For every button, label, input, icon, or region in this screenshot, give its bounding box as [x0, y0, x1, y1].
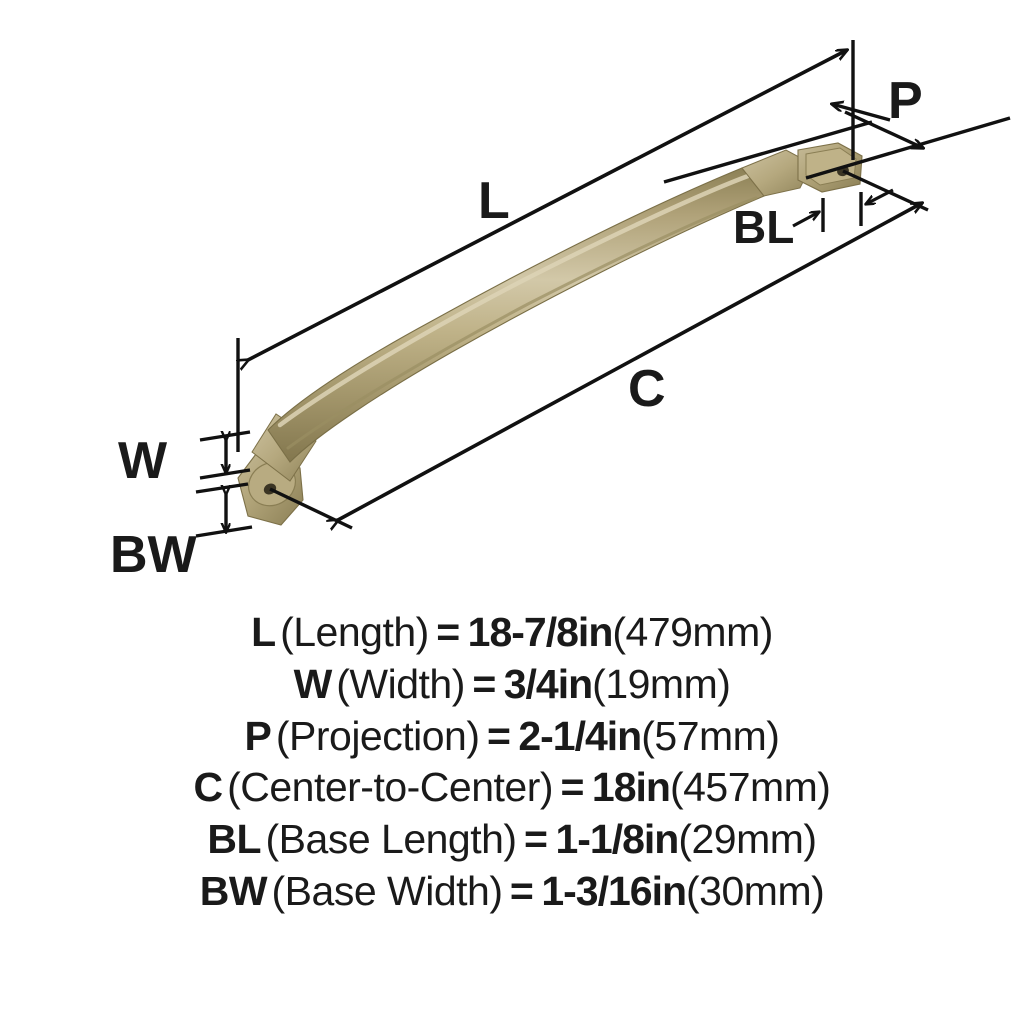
- legend-name: (Width): [336, 660, 465, 707]
- legend-metric-value: (30mm): [686, 868, 825, 915]
- legend-code: W: [293, 660, 333, 707]
- legend-equals: =: [509, 868, 534, 915]
- legend-imperial-value: 18in: [591, 764, 671, 811]
- projection-arrow-right: [844, 110, 923, 148]
- legend-metric-value: (479mm): [612, 609, 773, 655]
- legend-row-base-length: BL (Base Length) = 1-1/8in(29mm): [207, 816, 817, 871]
- base-length-arrow-in-left: [792, 212, 819, 228]
- legend-code: L: [251, 609, 276, 655]
- legend-equals: =: [436, 609, 461, 655]
- legend-imperial-value: 2-1/4in: [518, 712, 642, 759]
- legend-name: (Length): [280, 609, 429, 655]
- legend-imperial-value: 3/4in: [503, 660, 593, 707]
- width-dimension: W: [118, 430, 251, 490]
- legend-name: (Base Length): [265, 816, 518, 863]
- length-label: L: [478, 172, 510, 230]
- base-length-dimension: BL: [733, 188, 894, 253]
- width-label: W: [118, 432, 168, 490]
- legend-row-center-to-center: C (Center-to-Center) = 18in(457mm): [194, 767, 831, 819]
- legend-row-width: W (Width) = 3/4in(19mm): [293, 660, 731, 716]
- diagram-canvas: L P C: [110, 40, 1011, 584]
- base-length-arrow-in-right: [866, 188, 894, 204]
- legend-row-length: L (Length) = 18-7/8in(479mm): [251, 609, 773, 664]
- projection-upper-extension: [663, 120, 873, 184]
- center-to-center-label: C: [628, 360, 666, 418]
- base-width-label: BW: [110, 526, 198, 584]
- legend-code: P: [244, 712, 272, 759]
- legend-row-base-width: BW (Base Width) = 1-3/16in(30mm): [199, 868, 825, 923]
- projection-dimension: P: [663, 72, 1011, 184]
- projection-label: P: [888, 72, 923, 130]
- legend-code: BL: [207, 816, 262, 863]
- legend-equals: =: [524, 816, 548, 863]
- legend-name: (Base Width): [271, 868, 503, 915]
- legend-equals: =: [560, 764, 585, 811]
- projection-lower-extension: [805, 116, 1011, 180]
- base-width-dimension: BW: [110, 482, 253, 584]
- dimension-legend: L (Length) = 18-7/8in(479mm) W (Width) =…: [0, 604, 1024, 1024]
- legend-metric-value: (19mm): [592, 660, 731, 707]
- legend-imperial-value: 1-1/8in: [555, 816, 679, 863]
- legend-metric-value: (29mm): [678, 816, 817, 863]
- legend-code: BW: [199, 868, 268, 915]
- projection-arrow-left: [832, 104, 891, 122]
- ctc-dimension-line: [338, 203, 922, 520]
- legend-equals: =: [486, 712, 511, 759]
- center-to-center-dimension: C: [269, 169, 929, 528]
- legend-name: (Projection): [275, 712, 480, 759]
- legend-imperial-value: 1-3/16in: [541, 868, 687, 915]
- legend-code: C: [193, 764, 224, 811]
- legend-imperial-value: 18-7/8in: [467, 609, 614, 655]
- base-length-label: BL: [733, 201, 794, 253]
- legend-row-projection: P (Projection) = 2-1/4in(57mm): [244, 712, 780, 768]
- legend-name: (Center-to-Center): [227, 764, 554, 811]
- legend-metric-value: (457mm): [669, 764, 831, 811]
- legend-equals: =: [472, 660, 497, 707]
- product-diagram: L P C: [110, 40, 1011, 584]
- legend-metric-value: (57mm): [641, 712, 780, 759]
